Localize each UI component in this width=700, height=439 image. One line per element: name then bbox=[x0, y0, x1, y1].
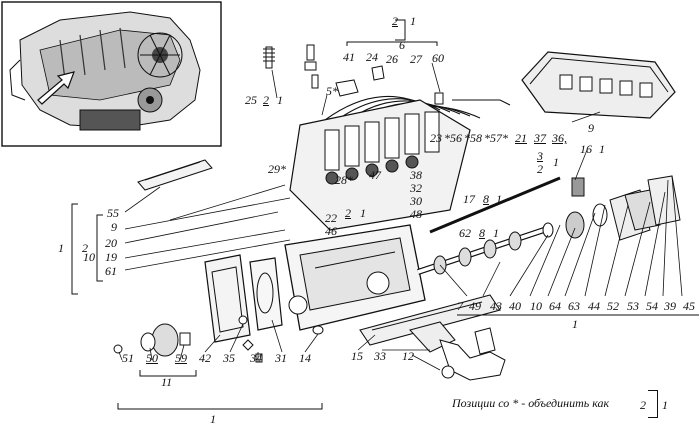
callout-37: 37 bbox=[534, 131, 546, 145]
callout-58: *58 bbox=[464, 131, 482, 145]
callout-62-8: 8 bbox=[479, 226, 485, 240]
callout-row-52: 52 bbox=[607, 299, 619, 313]
callout-60: 60 bbox=[432, 51, 444, 65]
callout-36: 36, bbox=[552, 131, 567, 145]
callout-46: 46 bbox=[325, 224, 337, 238]
callout-19: 19 bbox=[105, 250, 117, 264]
callout-33: 33 bbox=[374, 349, 386, 363]
caption-bracket bbox=[648, 390, 658, 418]
camshaft bbox=[417, 176, 561, 275]
valve-cover bbox=[521, 51, 676, 119]
callout-11: 11 bbox=[161, 375, 173, 389]
callout-9-top: 9 bbox=[588, 121, 594, 135]
callout-9-left: 9 bbox=[111, 220, 117, 234]
side-plates bbox=[204, 254, 283, 343]
callout-50: 50 bbox=[146, 351, 158, 365]
callout-38: 38 bbox=[410, 168, 422, 182]
callout-62-1: 1 bbox=[493, 226, 499, 240]
callout-32: 32 bbox=[410, 181, 422, 195]
callout-24: 24 bbox=[366, 50, 378, 64]
callout-15: 15 bbox=[351, 349, 363, 363]
callout-21: 21 bbox=[515, 131, 527, 145]
callout-56: *56 bbox=[444, 131, 462, 145]
engine-inset bbox=[1, 1, 222, 147]
callout-row-45: 45 bbox=[683, 299, 695, 313]
callout-27: 27 bbox=[410, 52, 422, 66]
callout-row-44: 44 bbox=[588, 299, 600, 313]
row-underline bbox=[457, 314, 699, 316]
callout-1-top: 1 bbox=[410, 14, 416, 28]
callout-14: 14 bbox=[299, 351, 311, 365]
callout-2-left: 2 bbox=[82, 241, 88, 255]
callout-31: 31 bbox=[275, 351, 287, 365]
callout-41: 41 bbox=[343, 50, 355, 64]
top-fasteners bbox=[263, 44, 444, 105]
callout-row-39: 39 bbox=[664, 299, 676, 313]
callout-row-63: 63 bbox=[568, 299, 580, 313]
callout-brackets bbox=[71, 19, 438, 410]
caption-num-1: 1 bbox=[662, 398, 668, 412]
callout-34: 34 bbox=[250, 351, 262, 365]
callout-23: 23 bbox=[430, 131, 442, 145]
callout-row-40: 40 bbox=[509, 299, 521, 313]
callout-17-8: 8 bbox=[483, 192, 489, 206]
callout-35: 35 bbox=[223, 351, 235, 365]
callout-row-43: 43 bbox=[490, 299, 502, 313]
callout-16-1: 1 bbox=[599, 142, 605, 156]
callout-12: 12 bbox=[402, 349, 414, 363]
callout-26: 26 bbox=[386, 52, 398, 66]
callout-20: 20 bbox=[105, 236, 117, 250]
callout-row-64: 64 bbox=[549, 299, 561, 313]
pump-head bbox=[289, 99, 471, 231]
callout-25-1: 1 bbox=[277, 93, 283, 107]
callout-3-2: 2 bbox=[537, 162, 543, 176]
callout-47: 47 bbox=[369, 168, 381, 182]
callout-48: 48 bbox=[410, 207, 422, 221]
callout-3: 3 bbox=[537, 149, 543, 163]
callout-17: 17 bbox=[463, 192, 475, 206]
callout-row-49: 49 bbox=[469, 299, 481, 313]
callout-row-53: 53 bbox=[627, 299, 639, 313]
caption-num-2: 2 bbox=[640, 398, 646, 412]
callout-row-1: 1 bbox=[572, 317, 578, 331]
callout-62: 62 bbox=[459, 226, 471, 240]
outlet-pipe bbox=[409, 321, 506, 381]
callout-6: 6 bbox=[399, 38, 405, 52]
callout-29: 29* bbox=[268, 162, 286, 176]
callout-30: 30 bbox=[410, 194, 422, 208]
callout-22: 22 bbox=[325, 211, 337, 225]
callout-42: 42 bbox=[199, 351, 211, 365]
callout-55: 55 bbox=[107, 206, 119, 220]
callout-25: 25 bbox=[245, 93, 257, 107]
callout-row-54: 54 bbox=[646, 299, 658, 313]
pump-body bbox=[284, 224, 426, 331]
callout-bottom-1: 1 bbox=[210, 412, 216, 426]
callout-28: 28* bbox=[335, 173, 353, 187]
callout-row-10: 10 bbox=[530, 299, 542, 313]
lower-cover bbox=[359, 294, 501, 346]
callout-59: 59 bbox=[175, 351, 187, 365]
caption-text: Позиции со * - объединить как bbox=[452, 396, 610, 410]
callout-1-left: 1 bbox=[58, 241, 64, 255]
leader-lines bbox=[118, 62, 683, 371]
callout-2-top: 2 bbox=[392, 14, 398, 28]
callout-61: 61 bbox=[105, 264, 117, 278]
callout-10-left: 10 bbox=[83, 250, 95, 264]
callout-16: 16 bbox=[580, 142, 592, 156]
callout-5: 5* bbox=[326, 84, 338, 98]
callout-25-2: 2 bbox=[263, 93, 269, 107]
filter-strip bbox=[137, 159, 213, 191]
drive-parts bbox=[542, 175, 681, 241]
callout-22-2: 2 bbox=[345, 206, 351, 220]
callout-17-1: 1 bbox=[496, 192, 502, 206]
callout-57: *57* bbox=[484, 131, 508, 145]
callout-51: 51 bbox=[122, 351, 134, 365]
callout-3-1: 1 bbox=[553, 155, 559, 169]
callout-row-7: 7 bbox=[457, 299, 463, 313]
callout-22-1: 1 bbox=[360, 206, 366, 220]
